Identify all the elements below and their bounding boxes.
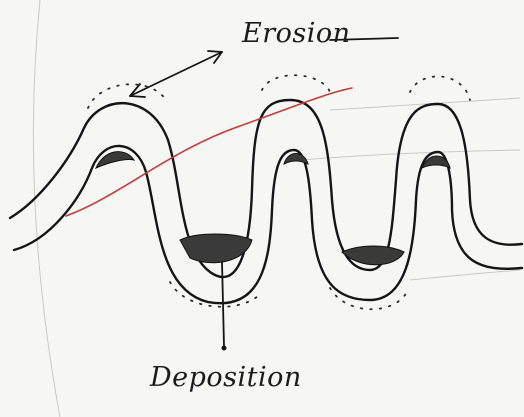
erosion-dots xyxy=(87,74,471,311)
deposit-patch-5 xyxy=(421,155,451,170)
deposit-patch-3 xyxy=(283,153,309,165)
deposition-pointer xyxy=(221,261,227,351)
deposit-patch-2 xyxy=(179,233,253,264)
paper-lines xyxy=(32,0,521,417)
erosion-label: Erosion xyxy=(242,18,351,49)
deposit-patch-1 xyxy=(95,151,136,169)
red-line xyxy=(65,87,353,217)
deposition-label: Deposition xyxy=(150,362,302,393)
inner-bank xyxy=(12,144,524,305)
deposit-patch-4 xyxy=(341,245,405,266)
erosion-arrow xyxy=(129,37,399,98)
outer-bank xyxy=(8,98,524,279)
